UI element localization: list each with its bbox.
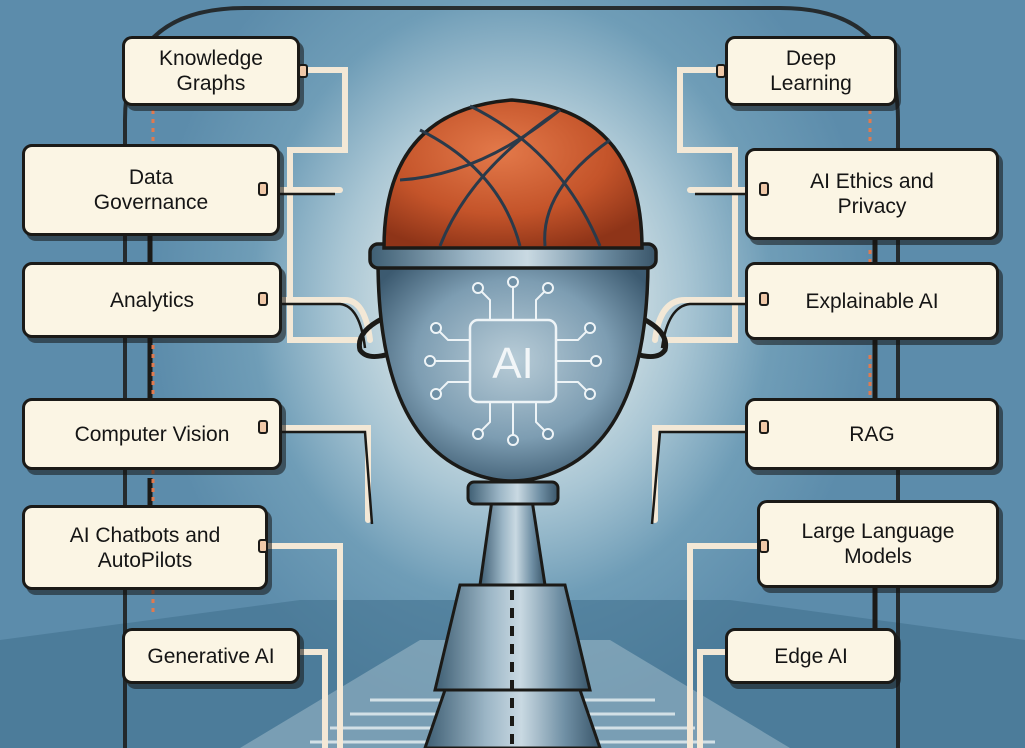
node-explainable-ai: Explainable AI xyxy=(745,262,999,340)
node-knowledge-graphs: Knowledge Graphs xyxy=(122,36,300,106)
node-analytics-label: Analytics xyxy=(109,288,195,312)
node-analytics: Analytics xyxy=(22,262,282,338)
connector-nub xyxy=(759,182,769,196)
node-deep-learning: Deep Learning xyxy=(725,36,897,106)
node-computer-vision-label: Computer Vision xyxy=(74,422,230,446)
trophy-icon xyxy=(356,242,669,748)
node-generative-ai: Generative AI xyxy=(122,628,300,684)
connector-nub xyxy=(258,420,268,434)
node-generative-ai-label: Generative AI xyxy=(147,644,275,668)
node-large-language-models-label: Large Language Models xyxy=(801,520,955,568)
node-ai-ethics-and-privacy: AI Ethics and Privacy xyxy=(745,148,999,240)
node-edge-ai-label: Edge AI xyxy=(774,644,848,668)
node-data-governance-label: Data Governance xyxy=(93,166,209,214)
node-computer-vision: Computer Vision xyxy=(22,398,282,470)
connector-nub xyxy=(258,292,268,306)
connector-nub xyxy=(759,292,769,306)
node-edge-ai: Edge AI xyxy=(725,628,897,684)
node-explainable-ai-label: Explainable AI xyxy=(805,289,939,313)
connector-nub xyxy=(759,539,769,553)
node-ai-chatbots-and-autopilots-label: AI Chatbots and AutoPilots xyxy=(69,523,221,572)
ai-chip-label: AI xyxy=(492,339,534,388)
node-ai-ethics-and-privacy-label: AI Ethics and Privacy xyxy=(810,170,934,218)
connector-nub xyxy=(258,539,268,553)
connector-nub xyxy=(759,420,769,434)
node-data-governance: Data Governance xyxy=(22,144,280,236)
node-rag: RAG xyxy=(745,398,999,470)
connector-nub xyxy=(716,64,726,78)
node-ai-chatbots-and-autopilots: AI Chatbots and AutoPilots xyxy=(22,505,268,590)
connector-nub xyxy=(298,64,308,78)
node-large-language-models: Large Language Models xyxy=(757,500,999,588)
basketball-icon xyxy=(382,98,644,250)
node-deep-learning-label: Deep Learning xyxy=(770,47,852,95)
node-rag-label: RAG xyxy=(849,422,895,446)
ai-chip-icon xyxy=(424,276,602,446)
connector-nub xyxy=(258,182,268,196)
node-knowledge-graphs-label: Knowledge Graphs xyxy=(159,47,263,95)
